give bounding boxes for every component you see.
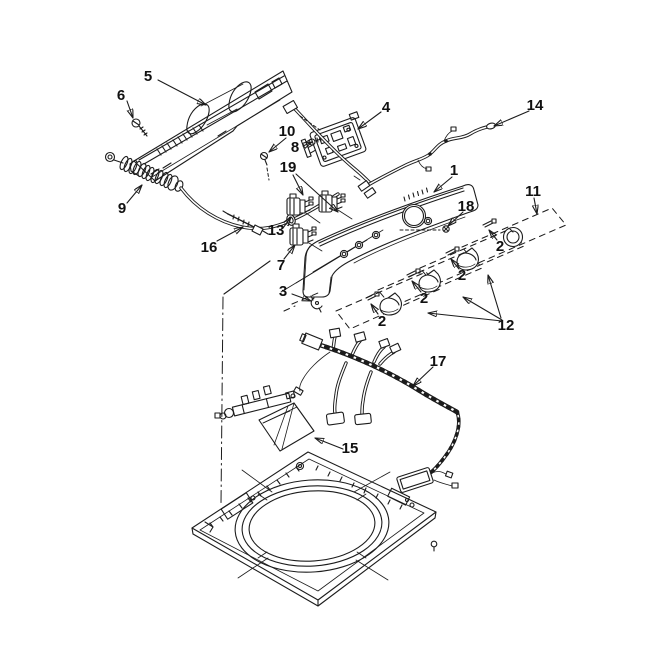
- callout-2-1: 2: [378, 313, 386, 330]
- callout-2-2: 2: [420, 290, 428, 307]
- callout-12: 12: [498, 317, 515, 334]
- wire-harness-14: [282, 99, 496, 199]
- callout-13: 13: [268, 222, 285, 239]
- console-shaft-holes: [339, 216, 433, 259]
- cable-tie: [222, 210, 269, 236]
- callout-18: 18: [458, 198, 475, 215]
- screw-18: [442, 225, 450, 233]
- alignment-line: [220, 260, 271, 505]
- callout-8: 8: [291, 139, 299, 156]
- callout-9: 9: [118, 200, 126, 217]
- screw-6: [131, 118, 148, 137]
- retainer-clip: [310, 295, 323, 313]
- timer-knob: [502, 226, 524, 248]
- callout-10: 10: [279, 123, 296, 140]
- trim-dashed-outlines: [283, 207, 567, 330]
- leader-lines: [126, 79, 537, 450]
- control-board: [300, 111, 367, 167]
- callout-3: 3: [279, 283, 287, 300]
- callout-14: 14: [527, 97, 544, 114]
- callout-4: 4: [382, 99, 391, 116]
- callout-labels: 5 6 9 16 4 10 8 19 13 7 3 1 18 11 2 2 2 …: [117, 68, 544, 457]
- knobs: [365, 218, 524, 316]
- callout-7: 7: [277, 257, 285, 274]
- panel-hatch-marks: [156, 124, 204, 156]
- screw-10: [259, 151, 270, 181]
- tub-ring: [234, 479, 390, 573]
- console-rear-panel: [129, 70, 293, 182]
- callout-19: 19: [280, 159, 297, 176]
- console-button-row: [403, 187, 429, 202]
- dispenser: [214, 385, 315, 452]
- callout-15: 15: [342, 440, 359, 457]
- panel-edge-ticks-right: [315, 465, 403, 510]
- console: [280, 184, 479, 298]
- callout-5: 5: [144, 68, 152, 85]
- washer-top-panel: [191, 451, 438, 607]
- main-wire-harness: [293, 327, 461, 493]
- callout-11: 11: [525, 183, 541, 200]
- callout-1: 1: [450, 162, 458, 179]
- callout-17: 17: [430, 353, 447, 370]
- power-cord: [104, 151, 340, 231]
- callout-2-4: 2: [496, 238, 504, 255]
- cord-coil: [119, 155, 184, 192]
- callout-16: 16: [201, 239, 218, 256]
- callout-6: 6: [117, 87, 125, 104]
- rotary-switches: [286, 190, 353, 252]
- callout-2-3: 2: [458, 267, 466, 284]
